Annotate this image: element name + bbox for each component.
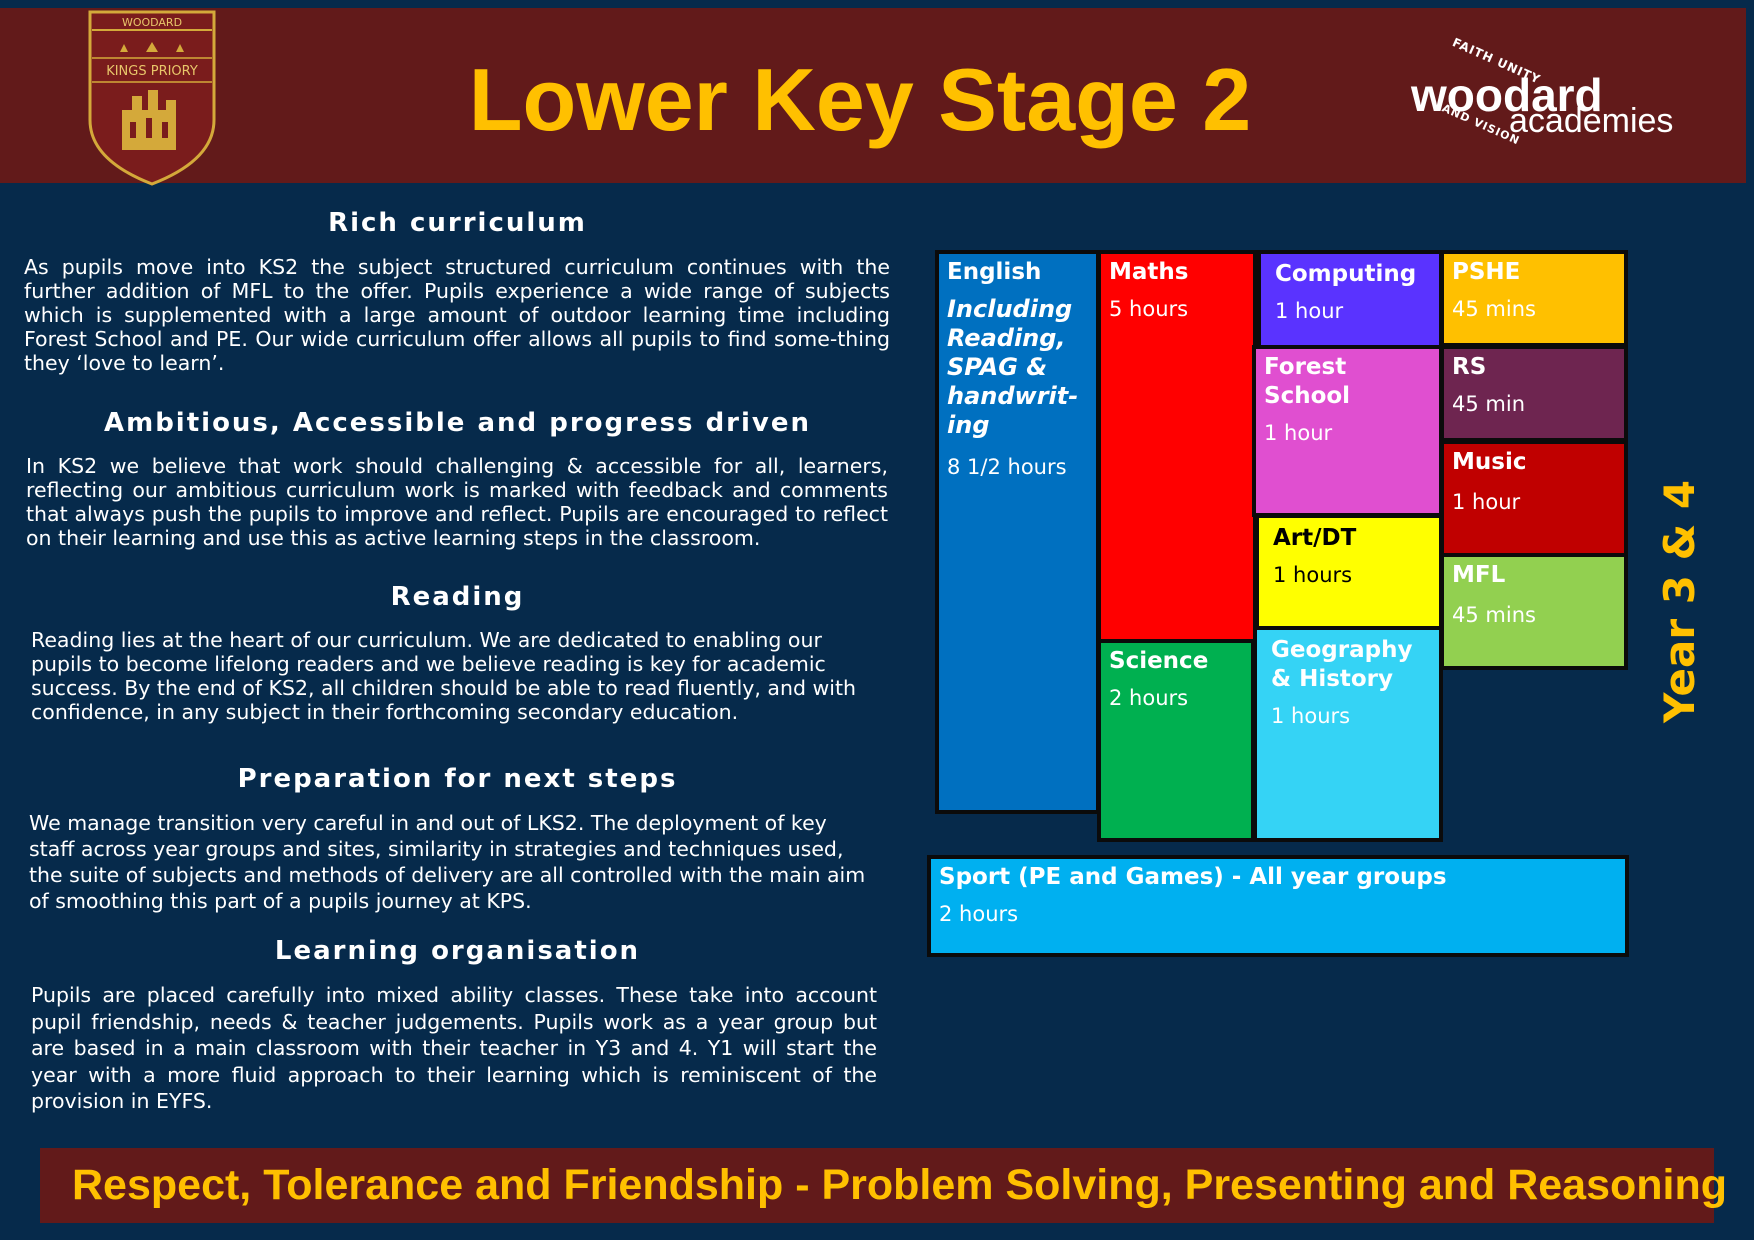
block-computing: Computing 1 hour (1257, 250, 1443, 349)
heading-preparation: Preparation for next steps (237, 764, 678, 794)
pshe-title: PSHE (1452, 259, 1521, 285)
logo-word: woodard (1411, 69, 1603, 121)
sport-hours: 2 hours (939, 902, 1019, 926)
heading-learning-organisation: Learning organisation (274, 936, 641, 966)
heading-ambitious: Ambitious, Accessible and progress drive… (103, 408, 812, 438)
science-hours: 2 hours (1109, 686, 1189, 710)
body-reading: Reading lies at the heart of our curricu… (31, 628, 857, 724)
logo-word2: academies (1509, 102, 1674, 140)
english-title: English (947, 259, 1042, 285)
english-hours: 8 1/2 hours (947, 455, 1067, 479)
body-rich-curriculum: As pupils move into KS2 the subject stru… (24, 255, 890, 375)
heading-reading: Reading (390, 582, 525, 612)
year-group-label: Year 3 & 4 (1655, 479, 1704, 723)
school-crest-icon: WOODARD KINGS PRIORY (88, 10, 216, 186)
block-geography-history: Geography & History 1 hours (1253, 626, 1443, 842)
forest-hours: 1 hour (1264, 421, 1333, 445)
maths-title: Maths (1109, 259, 1189, 285)
pshe-hours: 45 mins (1452, 297, 1536, 321)
crest-top-label: WOODARD (122, 16, 182, 29)
computing-title: Computing (1275, 261, 1417, 287)
body-ambitious: In KS2 we believe that work should chall… (26, 454, 888, 550)
mfl-title: MFL (1452, 562, 1506, 588)
maths-hours: 5 hours (1109, 297, 1189, 321)
woodard-academies-logo: FAITH UNITY woodard academies AND VISION (1405, 35, 1705, 148)
page-title: Lower Key Stage 2 (468, 50, 1252, 149)
block-pshe: PSHE 45 mins (1440, 250, 1628, 347)
mfl-hours: 45 mins (1452, 603, 1536, 627)
block-music: Music 1 hour (1440, 440, 1628, 557)
heading-rich-curriculum: Rich curriculum (328, 208, 587, 238)
block-english: English Including Reading, SPAG & handwr… (935, 250, 1100, 814)
sport-title: Sport (PE and Games) - All year groups (939, 864, 1447, 890)
art-dt-title: Art/DT (1273, 525, 1357, 551)
block-art-dt: Art/DT 1 hours (1255, 514, 1443, 630)
footer-banner: Respect, Tolerance and Friendship - Prob… (40, 1148, 1728, 1223)
geography-history-hours: 1 hours (1271, 704, 1351, 728)
body-preparation: We manage transition very careful in and… (29, 811, 866, 913)
forest-title: Forest School (1264, 354, 1351, 409)
rs-hours: 45 min (1452, 392, 1525, 416)
block-mfl: MFL 45 mins (1440, 553, 1628, 670)
block-rs: RS 45 min (1440, 345, 1628, 442)
english-sub: Including Reading, SPAG & handwrit-ing (947, 295, 1079, 439)
art-dt-hours: 1 hours (1273, 563, 1353, 587)
rs-title: RS (1452, 354, 1487, 380)
geography-history-title: Geography & History (1271, 637, 1413, 692)
block-maths: Maths 5 hours (1097, 250, 1257, 643)
crest-school-name: KINGS PRIORY (106, 64, 198, 79)
block-science: Science 2 hours (1097, 639, 1255, 842)
computing-hours: 1 hour (1275, 299, 1344, 323)
science-title: Science (1109, 648, 1209, 674)
music-hours: 1 hour (1452, 490, 1521, 514)
header-banner: WOODARD KINGS PRIORY Lower Key Stage 2 F… (0, 8, 1746, 186)
music-title: Music (1452, 449, 1527, 475)
block-forest-school: Forest School 1 hour (1252, 345, 1443, 517)
body-learning-organisation: Pupils are placed carefully into mixed a… (31, 983, 877, 1113)
footer-values-text: Respect, Tolerance and Friendship - Prob… (72, 1161, 1728, 1209)
block-sport: Sport (PE and Games) - All year groups 2… (927, 855, 1629, 957)
